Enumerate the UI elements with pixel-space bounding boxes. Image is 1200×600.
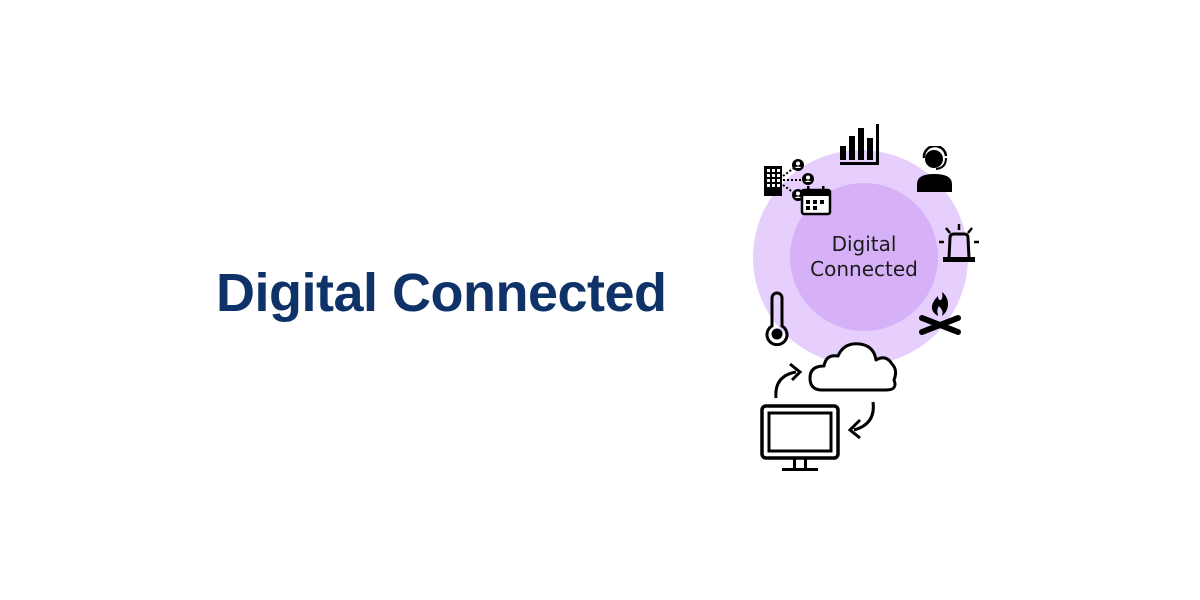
thermometer-icon (762, 290, 792, 346)
center-label-line2: Connected (810, 257, 918, 281)
alarm-siren-icon (936, 222, 982, 266)
campfire-icon (918, 288, 962, 336)
cloud-icon (808, 340, 900, 394)
page-title: Digital Connected (216, 263, 667, 323)
operator-headset-icon (914, 146, 956, 194)
bar-chart-icon (838, 124, 882, 166)
monitor-icon (760, 404, 840, 476)
digital-connected-diagram: Digital Connected (740, 110, 1000, 490)
sync-arrows-icon (770, 360, 880, 440)
center-label-line1: Digital (831, 232, 897, 256)
building-network-calendar-icon (762, 158, 834, 218)
center-label: Digital Connected (790, 183, 938, 331)
